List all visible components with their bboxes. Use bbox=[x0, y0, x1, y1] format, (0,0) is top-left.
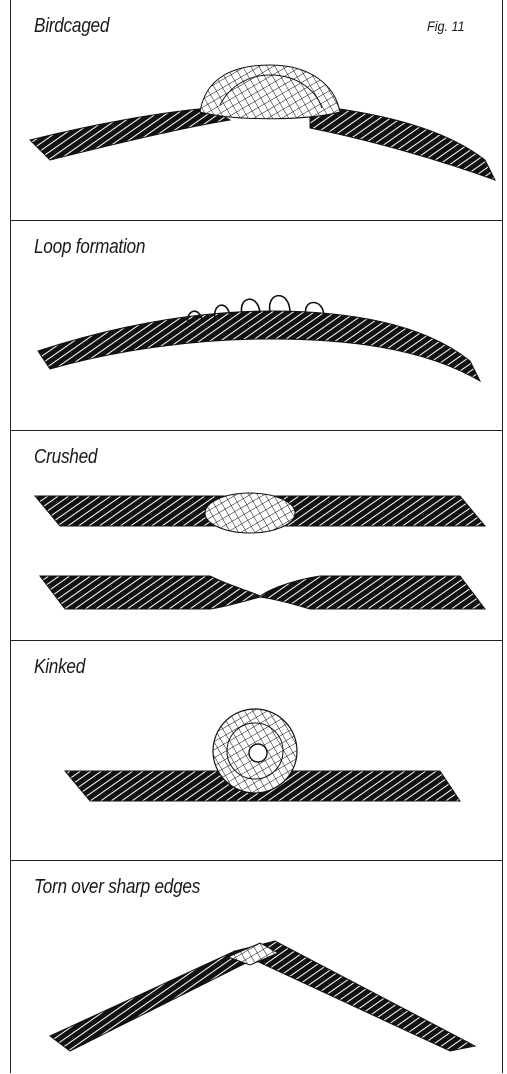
panel-torn: Torn over sharp edges bbox=[10, 860, 503, 1073]
loop-formation-rope-icon bbox=[10, 221, 503, 431]
crushed-rope-icon bbox=[10, 431, 503, 641]
birdcaged-rope-icon bbox=[10, 0, 503, 220]
panel-birdcaged: Birdcaged Fig. 11 bbox=[10, 0, 503, 220]
torn-rope-icon bbox=[10, 861, 503, 1074]
panel-crushed: Crushed bbox=[10, 430, 503, 640]
kinked-rope-icon bbox=[10, 641, 503, 861]
panel-kinked: Kinked bbox=[10, 640, 503, 860]
panel-loop-formation: Loop formation bbox=[10, 220, 503, 430]
